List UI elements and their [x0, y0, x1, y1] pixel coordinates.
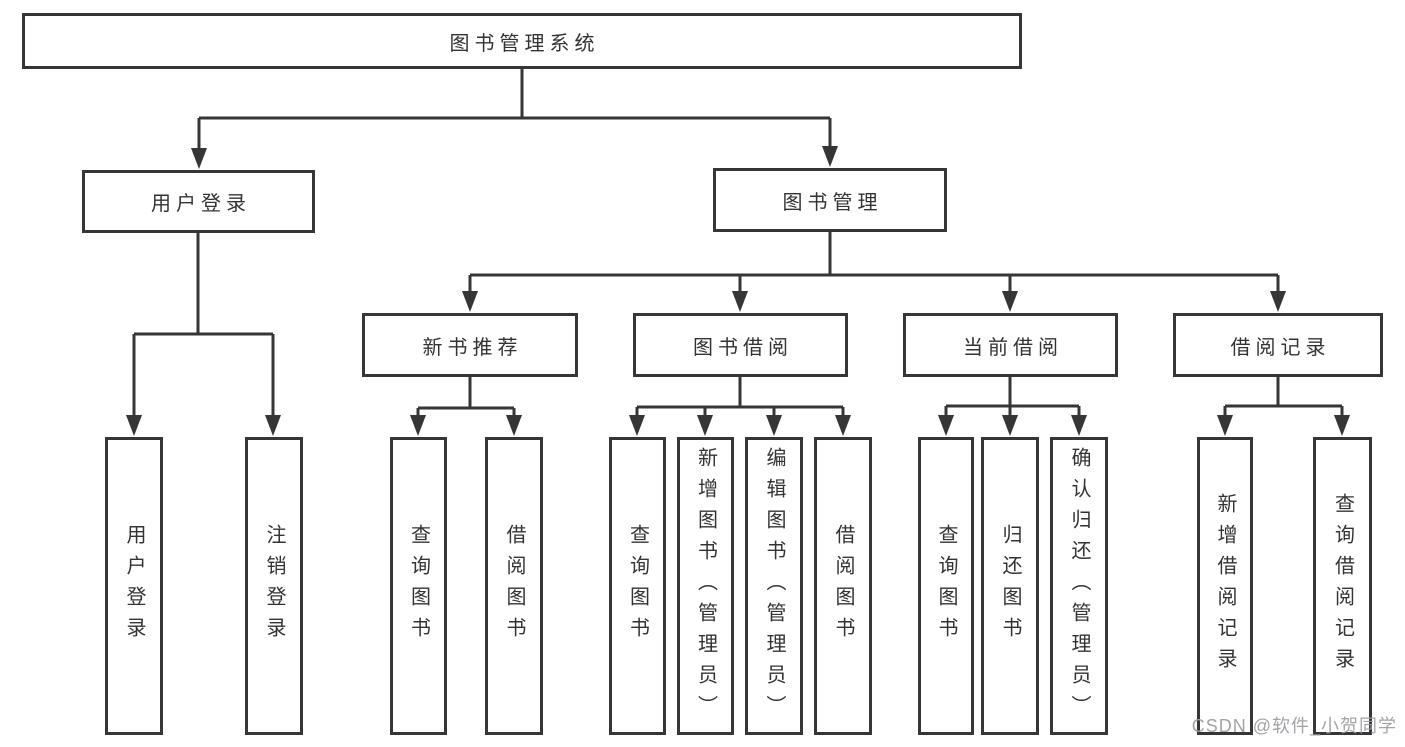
node-label: 用户登录 [151, 193, 251, 215]
connector-book-borrowing-to-leaves [629, 377, 851, 436]
leaf-return-books: 归还图书 [981, 437, 1039, 735]
leaf-query-books-borrowing: 查询图书 [609, 437, 666, 735]
connector-new-book-to-leaves [410, 377, 522, 436]
connector-current-borrowing-to-leaves [938, 377, 1087, 436]
node-book-management: 图书管理 [713, 168, 947, 232]
leaf-borrow-books: 借阅图书 [814, 437, 872, 735]
leaf-label: 注销登录 [263, 524, 285, 648]
leaf-label: 查询图书 [935, 524, 957, 648]
connector-borrow-records-to-leaves [1217, 377, 1350, 436]
leaf-add-books-admin: 新增图书（管理员） [677, 437, 734, 735]
leaf-query-borrow-record: 查询借阅记录 [1313, 437, 1372, 735]
connector-book-management-to-level3 [462, 232, 1286, 312]
leaf-label: 确认归还（管理员） [1068, 446, 1090, 726]
leaf-label: 编辑图书（管理员） [763, 446, 785, 726]
leaf-label: 归还图书 [999, 524, 1021, 648]
leaf-edit-books-admin: 编辑图书（管理员） [745, 437, 803, 735]
node-label: 新书推荐 [422, 336, 523, 359]
node-label: 图书管理 [782, 191, 883, 214]
node-book-borrowing: 图书借阅 [633, 313, 848, 377]
leaf-query-books-current: 查询图书 [918, 437, 974, 735]
leaf-logout: 注销登录 [245, 437, 303, 735]
leaf-user-login: 用户登录 [105, 437, 163, 735]
leaf-label: 新增借阅记录 [1214, 493, 1236, 679]
leaf-add-borrow-record: 新增借阅记录 [1197, 437, 1253, 735]
csdn-watermark: CSDN @软件_小贺同学 [1191, 716, 1397, 736]
node-new-book-recommendation: 新书推荐 [362, 313, 578, 377]
leaf-label: 借阅图书 [832, 524, 854, 648]
leaf-confirm-return-admin: 确认归还（管理员） [1050, 437, 1108, 735]
node-label: 借阅记录 [1230, 336, 1331, 359]
connector-root-to-level2 [191, 69, 838, 169]
node-label: 当前借阅 [963, 336, 1063, 359]
leaf-query-books-newbook: 查询图书 [390, 437, 447, 735]
connector-user-login-to-leaves [126, 233, 281, 436]
node-borrowing-records: 借阅记录 [1173, 313, 1383, 377]
leaf-label: 新增图书（管理员） [694, 446, 717, 726]
leaf-label: 借阅图书 [503, 524, 525, 648]
leaf-label: 查询借阅记录 [1331, 493, 1354, 679]
leaf-borrow-books-newbook: 借阅图书 [485, 437, 543, 735]
node-label: 图书管理系统 [449, 32, 600, 55]
node-library-management-system: 图书管理系统 [22, 13, 1022, 69]
node-current-borrowing: 当前借阅 [903, 313, 1118, 377]
node-label: 图书借阅 [693, 336, 793, 359]
node-user-login: 用户登录 [82, 170, 315, 233]
leaf-label: 查询图书 [626, 524, 649, 648]
leaf-label: 用户登录 [123, 524, 145, 648]
leaf-label: 查询图书 [407, 524, 430, 648]
